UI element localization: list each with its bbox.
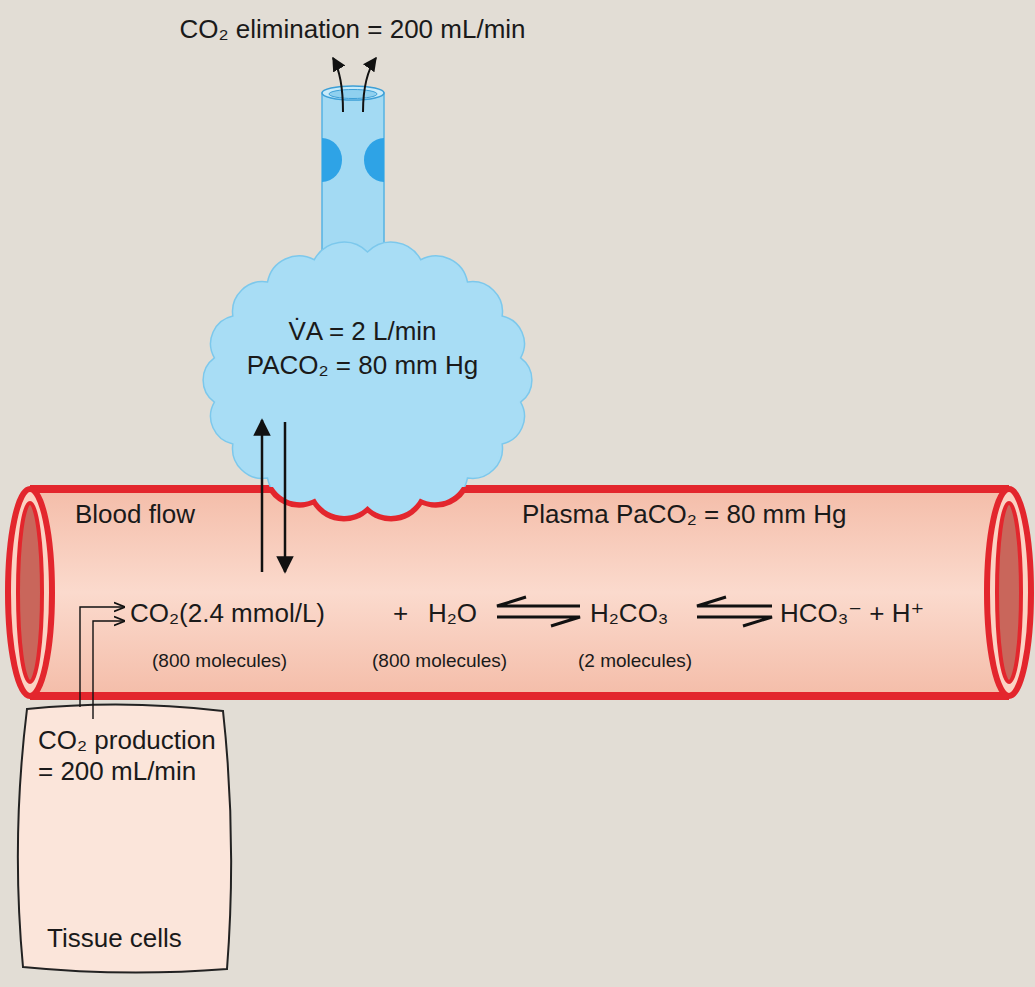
airway-lumen xyxy=(329,90,377,99)
vessel-opening xyxy=(997,503,1021,682)
equation-term: CO₂(2.4 mmol/L) xyxy=(130,598,325,629)
airway-valve xyxy=(322,138,342,182)
equation-term: H₂CO₃ xyxy=(590,598,668,629)
node-text: Blood flow xyxy=(75,499,195,530)
molecule-count: (800 molecules) xyxy=(152,650,287,673)
molecule-count: (800 molecules) xyxy=(372,650,507,673)
tissue-outline xyxy=(18,704,231,972)
airway-tube xyxy=(322,58,384,263)
molecule-count: (2 molecules) xyxy=(578,650,692,673)
vessel-end xyxy=(8,489,52,696)
co2-flux-arrow xyxy=(284,422,287,572)
airway-valve xyxy=(364,138,384,182)
node-text: Plasma PaCO₂ = 80 mm Hg xyxy=(522,499,846,530)
node-text: PACO₂ = 80 mm Hg xyxy=(190,350,535,381)
airway-wall xyxy=(322,93,384,263)
vessel-opening xyxy=(18,503,42,682)
exhale-arrow xyxy=(363,58,376,112)
equation-plus: + xyxy=(393,598,408,629)
vessel-wall xyxy=(30,692,1009,700)
exhale-arrow xyxy=(333,58,343,112)
vessel-end xyxy=(987,489,1031,696)
equation-term: HCO₃⁻ + H⁺ xyxy=(780,598,924,629)
elimination-label: CO₂ elimination = 200 mL/min xyxy=(100,14,605,45)
co2-flux-arrow xyxy=(261,420,264,572)
node-text: Tissue cells xyxy=(47,923,182,954)
vessel-lumen xyxy=(30,489,1009,696)
equation-term: H₂O xyxy=(428,598,477,629)
node-text: CO₂ production = 200 mL/min xyxy=(38,725,223,787)
alveolus-cloud xyxy=(203,242,532,518)
vessel-wall xyxy=(30,485,1009,493)
node-text: V̇A = 2 L/min xyxy=(190,316,535,347)
alveolus: V̇A = 2 L/minPACO₂ = 80 mm Hg xyxy=(190,230,545,530)
tissue-cells: CO₂ production = 200 mL/minTissue cells xyxy=(15,703,233,975)
airway-rim xyxy=(322,86,384,100)
